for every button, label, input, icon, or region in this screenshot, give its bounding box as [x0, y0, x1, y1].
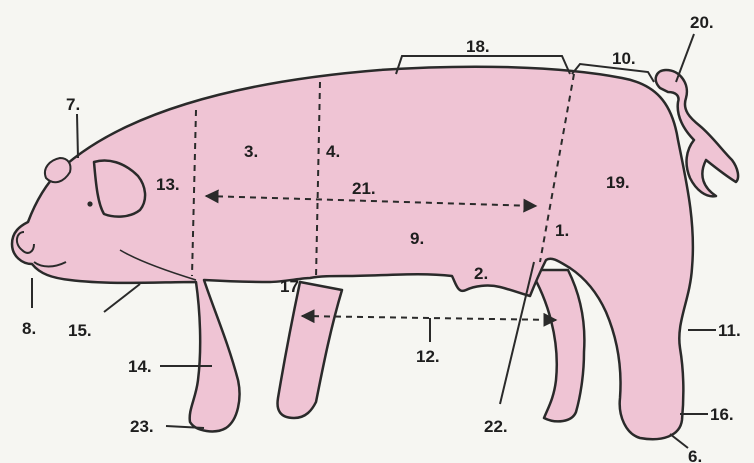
- label-21: 21.: [352, 179, 376, 198]
- label-10: 10.: [612, 49, 636, 68]
- pig-body: [12, 67, 693, 439]
- label-9: 9.: [410, 229, 424, 248]
- label-23: 23.: [130, 417, 154, 436]
- label-2: 2.: [474, 264, 488, 283]
- label-6: 6.: [688, 447, 702, 463]
- label-3: 3.: [244, 142, 258, 161]
- label-19: 19.: [606, 173, 630, 192]
- label-12: 12.: [416, 347, 440, 366]
- label-22: 22.: [484, 417, 508, 436]
- leader-6: [670, 434, 688, 448]
- label-17: 17: [280, 277, 299, 296]
- label-18: 18.: [466, 37, 490, 56]
- far-front-leg: [278, 282, 342, 418]
- label-7: 7.: [66, 95, 80, 114]
- label-15: 15.: [68, 321, 92, 340]
- pig-eye: [87, 201, 92, 206]
- label-16: 16.: [710, 405, 734, 424]
- label-1: 1.: [555, 221, 569, 240]
- label-20: 20.: [690, 13, 714, 32]
- label-11: 11.: [718, 321, 741, 340]
- far-hind-leg: [530, 270, 584, 421]
- label-8: 8.: [22, 319, 36, 338]
- leader-7: [77, 114, 78, 158]
- label-4: 4.: [326, 142, 340, 161]
- leader-20: [676, 34, 694, 82]
- leader-15: [104, 284, 140, 312]
- label-14: 14.: [128, 357, 152, 376]
- label-13: 13.: [156, 175, 180, 194]
